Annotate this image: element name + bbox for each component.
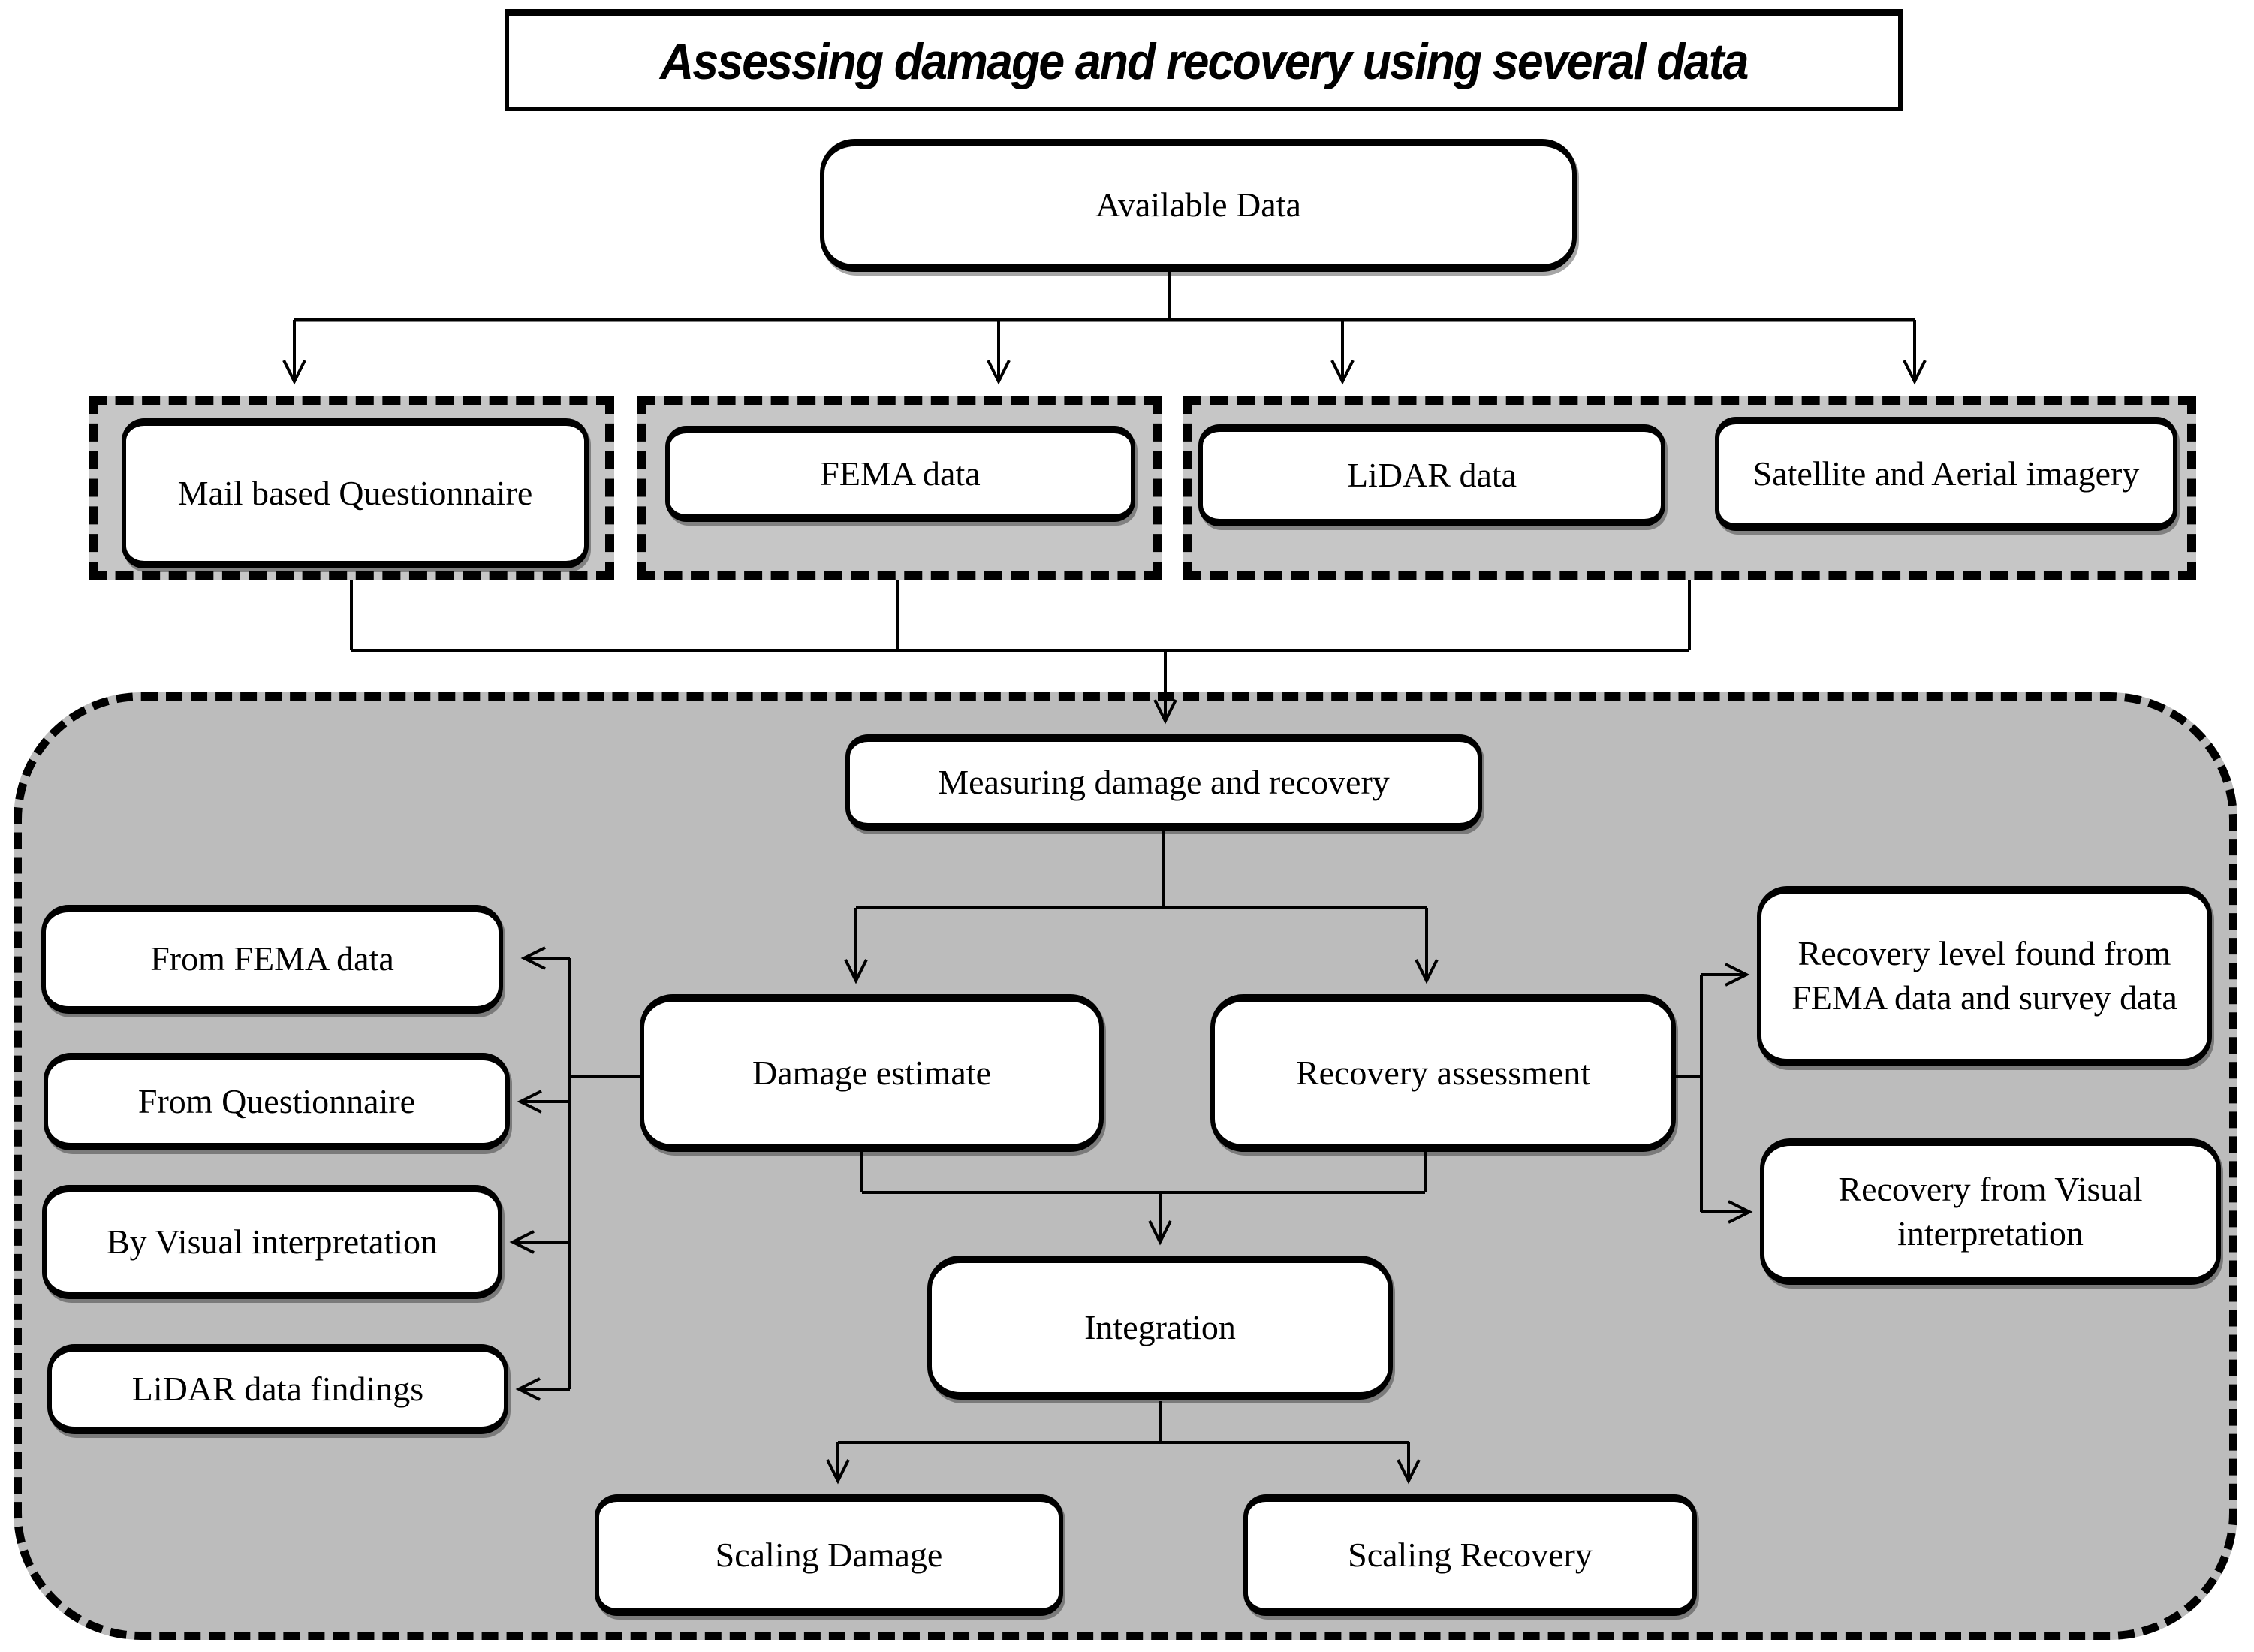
- node-lidar-data-label: LiDAR data: [1346, 455, 1517, 494]
- node-recovery-level-label: Recovery level found from FEMA data and …: [1791, 934, 2177, 1017]
- node-lidar-data: LiDAR data: [1198, 424, 1665, 526]
- diagram-title: Assessing damage and recovery using seve…: [659, 32, 1749, 90]
- node-mail-questionnaire: Mail based Questionnaire: [122, 418, 589, 568]
- node-from-questionnaire: From Questionnaire: [44, 1053, 510, 1150]
- node-damage-estimate-label: Damage estimate: [752, 1053, 992, 1092]
- node-damage-estimate: Damage estimate: [640, 994, 1104, 1152]
- node-by-visual-label: By Visual interpretation: [107, 1222, 438, 1261]
- node-measuring: Measuring damage and recovery: [845, 734, 1482, 831]
- node-scaling-damage-label: Scaling Damage: [715, 1535, 943, 1574]
- node-integration: Integration: [927, 1256, 1393, 1400]
- node-scaling-recovery: Scaling Recovery: [1243, 1494, 1697, 1616]
- node-satellite-aerial: Satellite and Aerial imagery: [1715, 417, 2177, 531]
- node-mail-questionnaire-label: Mail based Questionnaire: [177, 473, 533, 512]
- node-from-questionnaire-label: From Questionnaire: [137, 1081, 416, 1120]
- node-available-data: Available Data: [820, 139, 1577, 272]
- node-scaling-damage: Scaling Damage: [595, 1494, 1063, 1616]
- node-recovery-visual-label: Recovery from Visual interpretation: [1838, 1169, 2143, 1253]
- node-fema-data-label: FEMA data: [820, 454, 981, 493]
- node-integration-label: Integration: [1084, 1307, 1236, 1346]
- node-available-data-label: Available Data: [1095, 185, 1301, 225]
- node-recovery-level: Recovery level found from FEMA data and …: [1757, 886, 2212, 1066]
- node-satellite-aerial-label: Satellite and Aerial imagery: [1752, 454, 2140, 493]
- node-lidar-findings: LiDAR data findings: [47, 1344, 508, 1434]
- node-from-fema-label: From FEMA data: [150, 939, 394, 978]
- node-recovery-assessment-label: Recovery assessment: [1295, 1053, 1591, 1092]
- node-recovery-assessment: Recovery assessment: [1210, 994, 1676, 1152]
- node-fema-data: FEMA data: [665, 426, 1135, 522]
- diagram-title-box: Assessing damage and recovery using seve…: [505, 9, 1903, 111]
- node-by-visual: By Visual interpretation: [42, 1185, 502, 1299]
- node-from-fema: From FEMA data: [41, 905, 503, 1014]
- node-measuring-label: Measuring damage and recovery: [938, 762, 1390, 801]
- node-scaling-recovery-label: Scaling Recovery: [1348, 1535, 1593, 1574]
- node-recovery-visual: Recovery from Visual interpretation: [1760, 1138, 2221, 1285]
- node-lidar-findings-label: LiDAR data findings: [131, 1369, 424, 1408]
